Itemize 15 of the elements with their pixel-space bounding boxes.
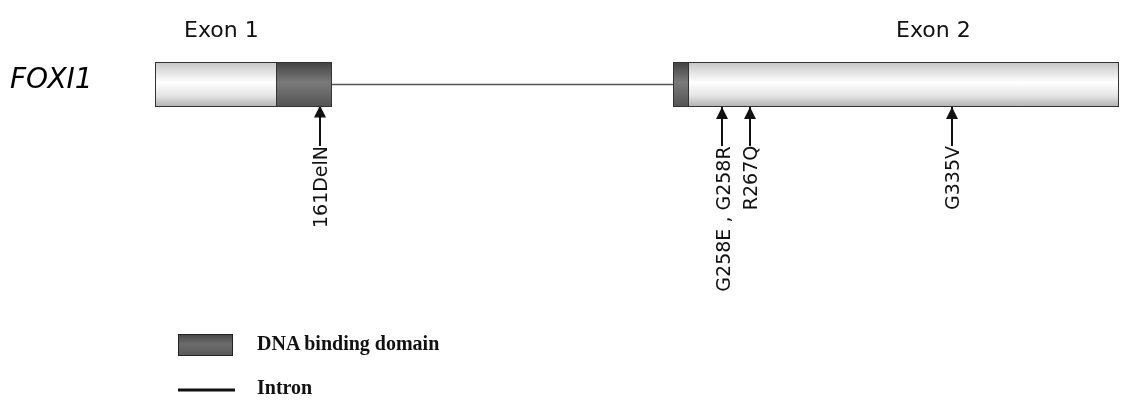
mutation-label: G258E , G258R [711,145,734,292]
dna-binding-domain-box [276,61,332,107]
legend-label: DNA binding domain [257,332,440,355]
arrow [744,106,756,147]
dna-binding-domain-box [672,61,689,107]
mutation-label: 161DelN [309,145,332,229]
mutation-label: G335V [941,146,963,210]
arrow [716,106,728,147]
exon-label: Exon 2 [896,17,971,42]
intron-line [330,83,674,86]
arrow [946,106,958,147]
gene-name: FOXI1 [10,62,93,95]
legend-label: Intron [257,376,313,399]
mutation-label: R267Q [739,145,762,211]
exon-label: Exon 1 [184,17,259,42]
